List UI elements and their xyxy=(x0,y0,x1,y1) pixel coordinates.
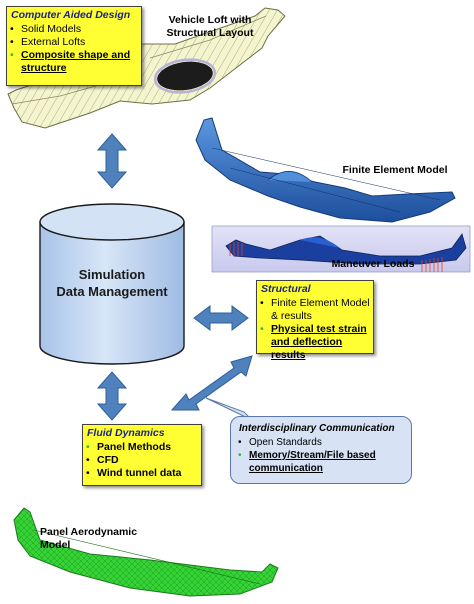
fluid-item: •Wind tunnel data xyxy=(86,467,182,479)
structural-title: Structural xyxy=(261,283,311,295)
arrow-db-to-structural xyxy=(193,305,249,331)
fluid-dynamics-box: Fluid Dynamics •Panel Methods •CFD •Wind… xyxy=(82,424,202,486)
database-cylinder xyxy=(39,203,185,365)
structural-item: •Physical test strain and deflection res… xyxy=(260,323,367,361)
panel-aero-label: Panel Aerodynamic Model xyxy=(40,526,138,551)
finite-element-label: Finite Element Model xyxy=(342,164,448,176)
cad-item: •Composite shape and structure xyxy=(10,49,131,74)
structural-item: •Finite Element Model & results xyxy=(260,297,370,322)
vehicle-loft-label: Vehicle Loft with Structural Layout xyxy=(166,14,254,39)
database-label-line2: Data Management xyxy=(56,284,168,299)
cad-box: Computer Aided Design •Solid Models •Ext… xyxy=(6,6,142,86)
comm-item: •Open Standards xyxy=(238,437,322,448)
fluid-item: •CFD xyxy=(86,454,119,466)
database-label: Simulation Data Management xyxy=(50,266,174,300)
maneuver-loads-panel xyxy=(211,225,471,273)
arrow-structural-to-fluid xyxy=(170,355,253,411)
fluid-item: •Panel Methods xyxy=(86,441,172,453)
comm-item: •Memory/Stream/File based communication xyxy=(238,450,376,474)
finite-element-model xyxy=(195,117,456,223)
panel-aerodynamic-model xyxy=(13,507,279,597)
arrow-cad-to-db xyxy=(96,133,128,189)
fluid-title: Fluid Dynamics xyxy=(87,427,165,439)
database-label-line1: Simulation xyxy=(78,267,146,282)
cad-title: Computer Aided Design xyxy=(11,9,131,21)
cad-item: •Solid Models xyxy=(10,23,82,35)
vehicle-loft-model xyxy=(7,7,286,129)
comm-title: Interdisciplinary Communication xyxy=(239,423,395,434)
interdisciplinary-communication-box: Interdisciplinary Communication •Open St… xyxy=(230,416,412,484)
structural-box: Structural •Finite Element Model & resul… xyxy=(256,280,374,361)
cad-item: •External Lofts xyxy=(10,36,86,48)
arrow-db-to-fluid xyxy=(96,371,128,421)
maneuver-loads-label: Maneuver Loads xyxy=(331,258,415,270)
